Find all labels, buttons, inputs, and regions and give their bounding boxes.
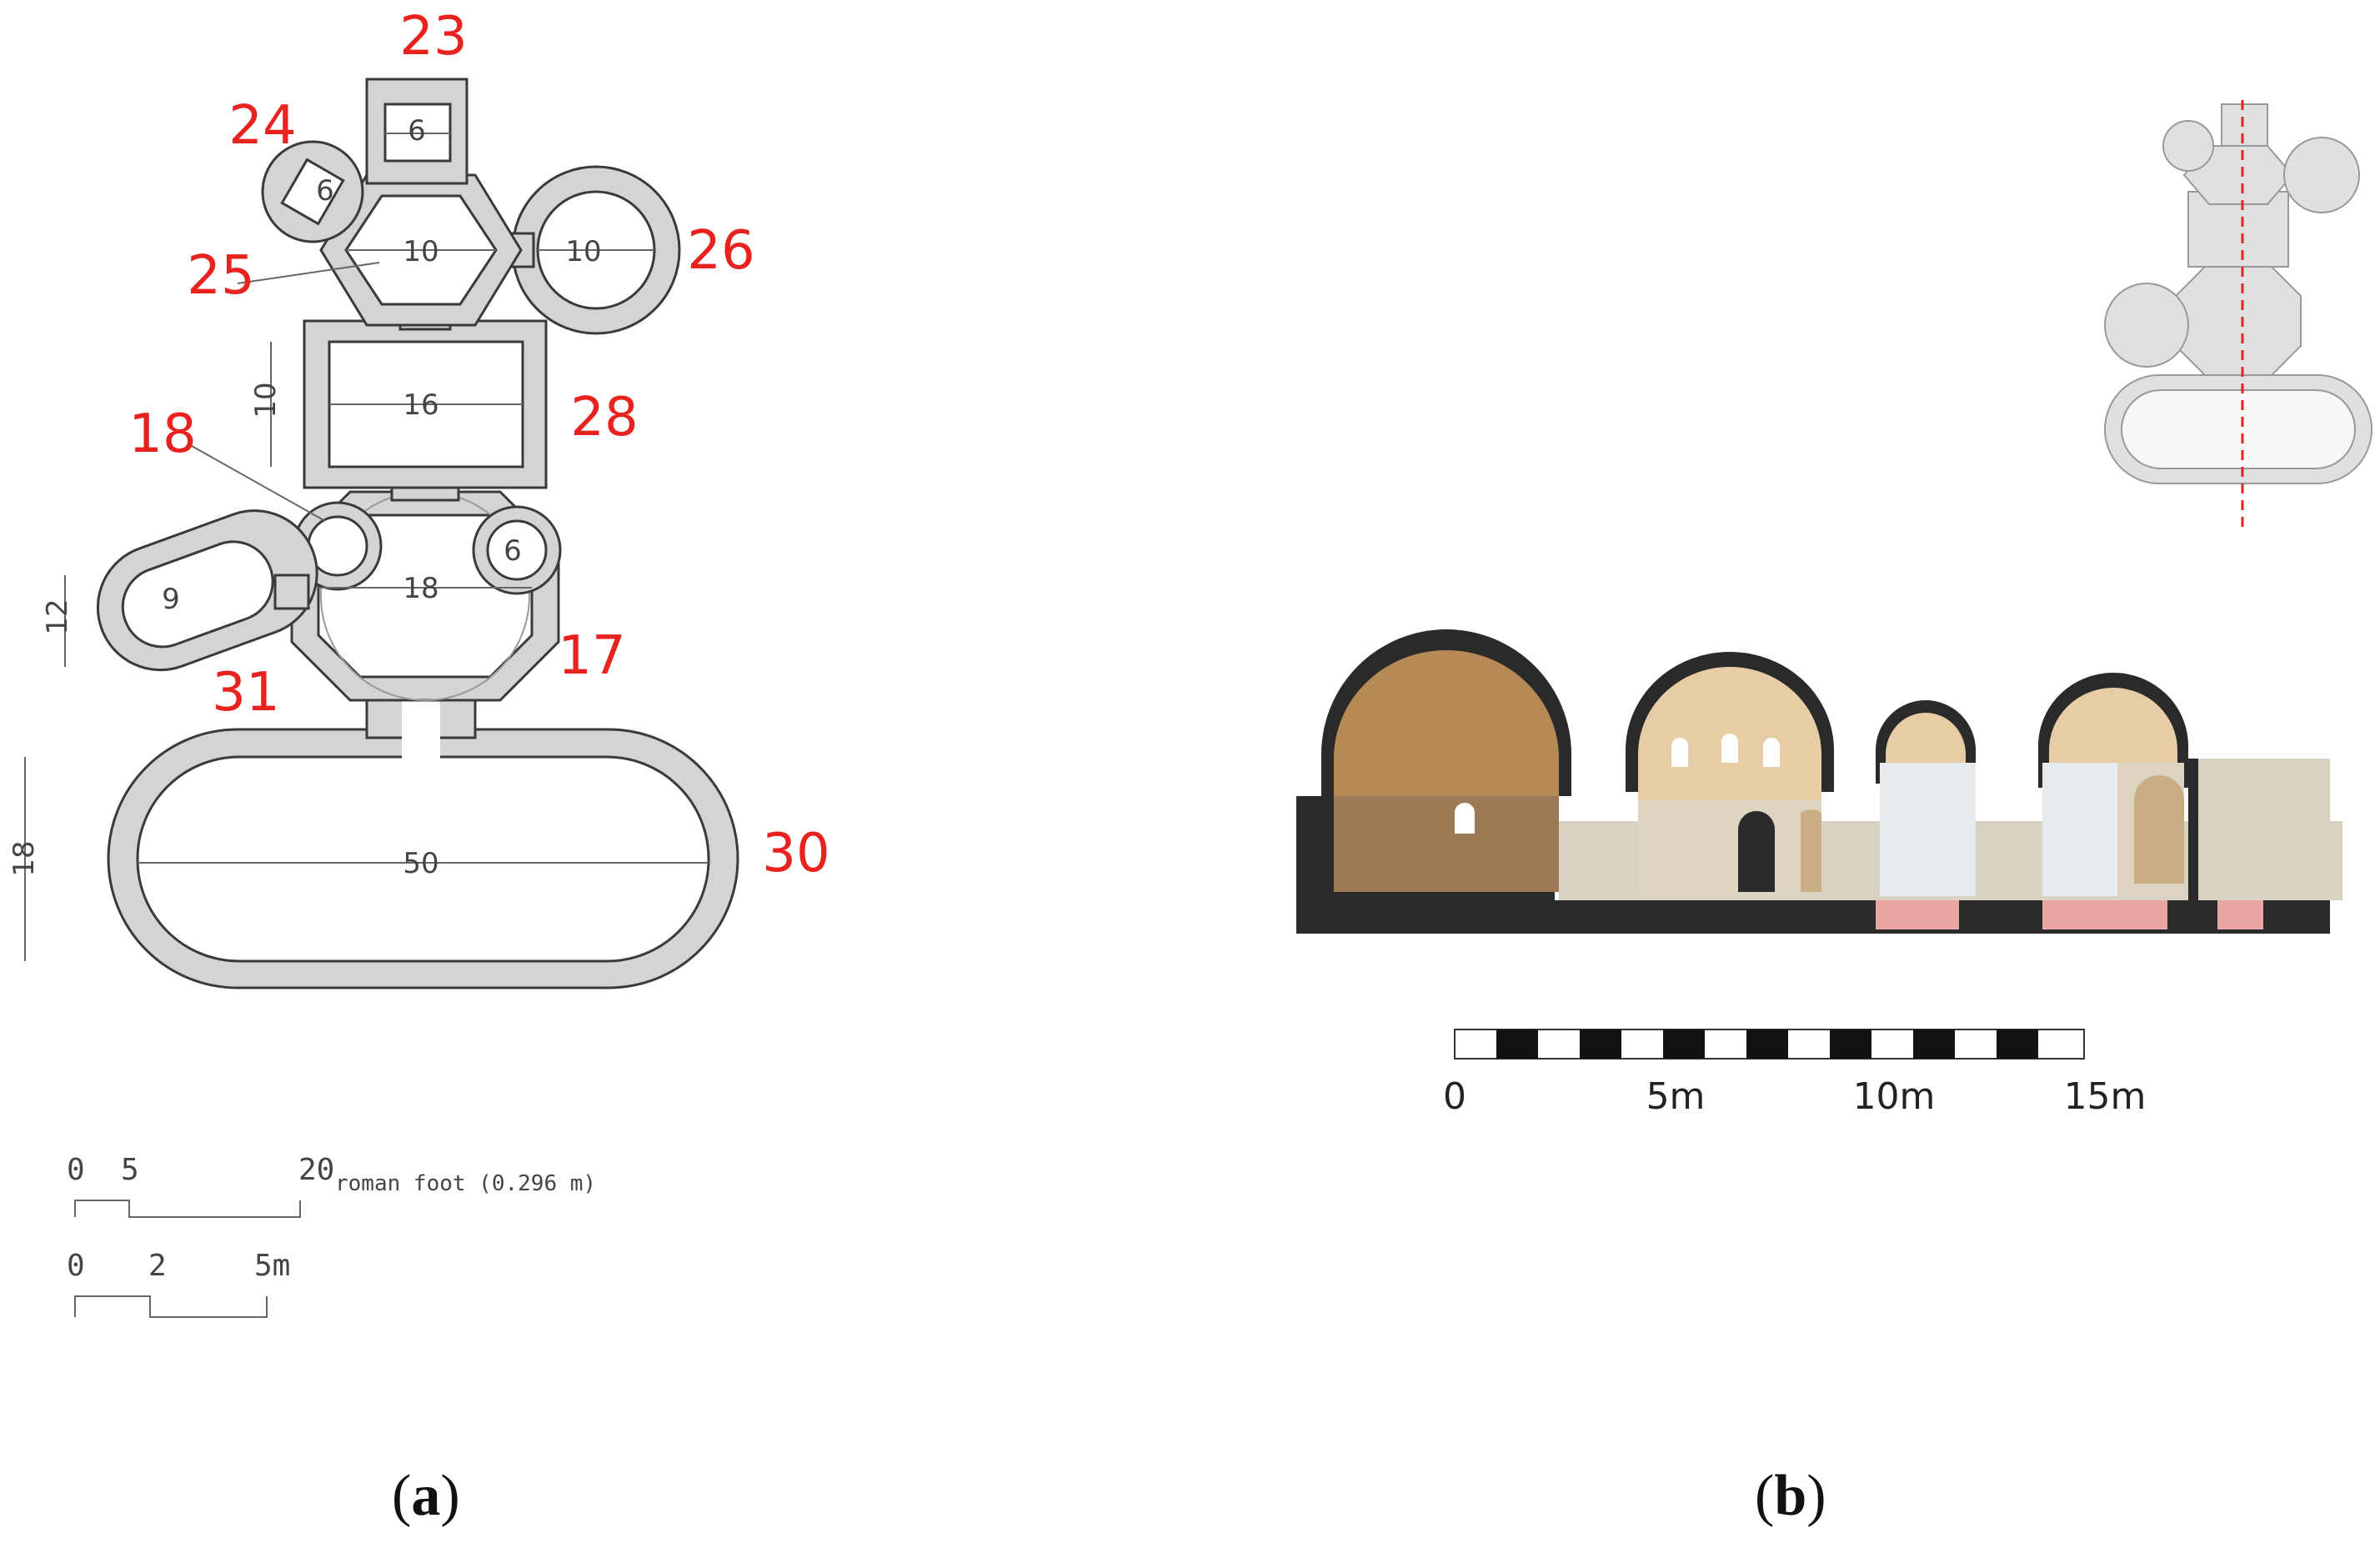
scale-m-tick-2: 2	[148, 1249, 167, 1283]
room-label-17: 17	[558, 625, 625, 687]
scale-foot-tick-20: 20	[298, 1153, 334, 1187]
scale-m-tick-0: 0	[67, 1249, 85, 1283]
section-room-25-niche	[2134, 775, 2184, 884]
key-plan-apse	[2104, 283, 2189, 368]
section-scale-tick-0: 0	[1443, 1075, 1466, 1118]
section-room-30-lower	[1334, 796, 1559, 892]
dim-17: 18	[403, 572, 438, 605]
section-right-wing	[2188, 759, 2330, 900]
key-plan-square	[2221, 103, 2268, 147]
plan-dimension-lines	[24, 133, 709, 961]
section-scale-block-1	[1496, 1030, 1538, 1059]
section-scale-tick-10m: 10m	[1853, 1075, 1936, 1118]
dim-24: 6	[316, 174, 334, 208]
panel-label-b: (b)	[1755, 1463, 1826, 1530]
section-scale-tick-5m: 5m	[1646, 1075, 1706, 1118]
section-room-17-niche	[1801, 809, 1821, 892]
section-room-17-window-3	[1763, 738, 1780, 767]
dim-31b: 12	[41, 599, 74, 634]
section-scale-block-2	[1580, 1030, 1621, 1059]
section-hypocaust-2	[2042, 900, 2167, 929]
section-scale-tick-15m: 15m	[2064, 1075, 2147, 1118]
section-drawing	[1296, 629, 2342, 934]
room-18-right-interior	[486, 519, 548, 581]
section-room-28-pool	[1880, 763, 1976, 896]
room-31	[96, 509, 318, 672]
corridor-31-17	[273, 574, 310, 610]
leader-18	[191, 445, 326, 522]
section-room-17-door	[1738, 811, 1775, 892]
dim-26: 10	[565, 235, 601, 268]
key-plan-circle	[2283, 137, 2360, 213]
dim-23: 6	[408, 114, 426, 148]
dim-25: 10	[403, 235, 438, 268]
room-label-18: 18	[128, 403, 196, 465]
room-31-interior	[121, 540, 274, 649]
room-label-25: 25	[187, 245, 254, 307]
leader-25	[237, 262, 380, 284]
panel-label-a-letter: a	[411, 1464, 441, 1528]
plan-scale-m: 0 2 5m	[67, 1249, 290, 1318]
section-room-30-window	[1455, 803, 1475, 834]
dim-28w: 16	[403, 388, 438, 422]
dim-30w: 50	[403, 847, 438, 880]
section-room-17-lower	[1638, 800, 1821, 896]
section-ground	[1296, 900, 2330, 934]
section-room-17-window-2	[1721, 734, 1738, 763]
room-label-31: 31	[212, 662, 279, 724]
section-room-17-window-1	[1671, 738, 1688, 767]
section-hypocaust-3	[2217, 900, 2263, 929]
scale-foot-tick-5: 5	[121, 1153, 139, 1187]
scale-foot-tick-0: 0	[67, 1153, 85, 1187]
section-room-25-pool	[2042, 763, 2117, 896]
scale-m-tick-5: 5m	[254, 1249, 290, 1283]
panel-label-b-letter: b	[1774, 1464, 1807, 1528]
key-plan-octagon	[2175, 266, 2302, 376]
room-label-28: 28	[570, 387, 638, 448]
room-label-23: 23	[399, 6, 467, 68]
key-plan-hall-interior	[2121, 389, 2356, 469]
section-scale-block-6	[1913, 1030, 1955, 1059]
dim-18: 6	[504, 534, 522, 568]
plan-scale-foot: 0 5 20 roman foot (0.296 m)	[67, 1153, 596, 1218]
panel-label-a-close: )	[440, 1464, 460, 1528]
dim-28h: 10	[249, 382, 283, 418]
section-scale-block-7	[1997, 1030, 2038, 1059]
section-scale-block-3	[1663, 1030, 1705, 1059]
scale-foot-bar	[74, 1200, 301, 1218]
scale-foot-unit: roman foot (0.296 m)	[335, 1171, 596, 1196]
panel-label-b-close: )	[1806, 1464, 1826, 1528]
dim-31a: 9	[162, 583, 180, 616]
room-label-26: 26	[687, 220, 754, 282]
key-plan-circle-small	[2162, 120, 2214, 172]
section-right-wing-wall	[2188, 759, 2198, 900]
section-scale: 0 5m 10m 15m	[1443, 1029, 2147, 1118]
panel-label-b-open: (	[1755, 1464, 1775, 1528]
key-plan-thumbnail	[2104, 100, 2372, 534]
dim-30h: 18	[8, 840, 41, 876]
panel-label-a-open: (	[392, 1464, 412, 1528]
scale-m-bar	[74, 1295, 268, 1318]
section-hypocaust-1	[1876, 900, 1959, 929]
room-label-30: 30	[762, 823, 829, 884]
room-24-square	[280, 158, 345, 226]
section-scale-block-5	[1830, 1030, 1871, 1059]
panel-label-a: (a)	[392, 1463, 460, 1530]
room-label-24: 24	[228, 95, 296, 157]
section-scale-block-4	[1746, 1030, 1788, 1059]
